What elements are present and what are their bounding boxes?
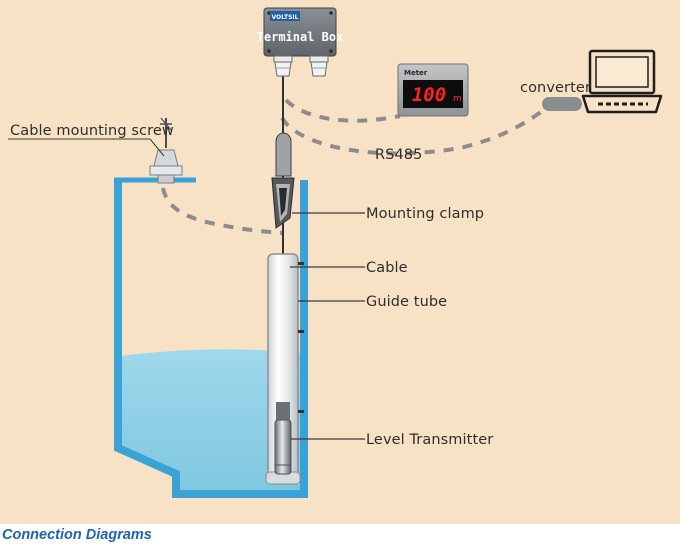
mounting-clamp-label: Mounting clamp <box>366 206 484 222</box>
background <box>0 0 680 524</box>
screw-leader-line <box>149 138 165 157</box>
guide-tube-label: Guide tube <box>366 294 447 310</box>
computer-terminal-icon <box>581 49 663 114</box>
cable-clamp-icon <box>271 132 295 229</box>
cable-mounting-screw-label: Cable mounting screw <box>10 123 174 139</box>
diagram-canvas: VOLTSIL Terminal Box Meter 100 m Cable m… <box>0 0 680 524</box>
digital-meter-icon: Meter 100 m <box>397 63 469 117</box>
mounting-screw-icon <box>149 117 183 184</box>
screw-to-cable-dashed-line <box>161 187 285 235</box>
meter-unit: m <box>453 94 462 104</box>
diagram-caption: Connection Diagrams <box>2 527 152 543</box>
terminal-box-title: Terminal Box <box>257 30 344 44</box>
cable-label: Cable <box>366 260 408 276</box>
junction-box-icon: VOLTSIL Terminal Box <box>257 7 344 77</box>
rs485-label: RS485 <box>375 147 422 163</box>
terminal-to-meter-dashed-line <box>284 98 401 123</box>
signal-lines <box>161 98 554 235</box>
water <box>120 349 300 492</box>
terminal-box-brand: VOLTSIL <box>272 14 299 21</box>
meter-title: Meter <box>404 69 428 77</box>
level-transmitter-label: Level Transmitter <box>366 432 493 448</box>
meter-reading: 100 <box>412 84 446 106</box>
tank-wall <box>114 180 308 498</box>
leader-lines <box>290 212 365 440</box>
level-transmitter-icon <box>274 402 292 475</box>
converter-label: converter <box>520 80 591 96</box>
converter-module-icon <box>542 97 582 111</box>
rs485-dashed-line <box>280 102 554 156</box>
